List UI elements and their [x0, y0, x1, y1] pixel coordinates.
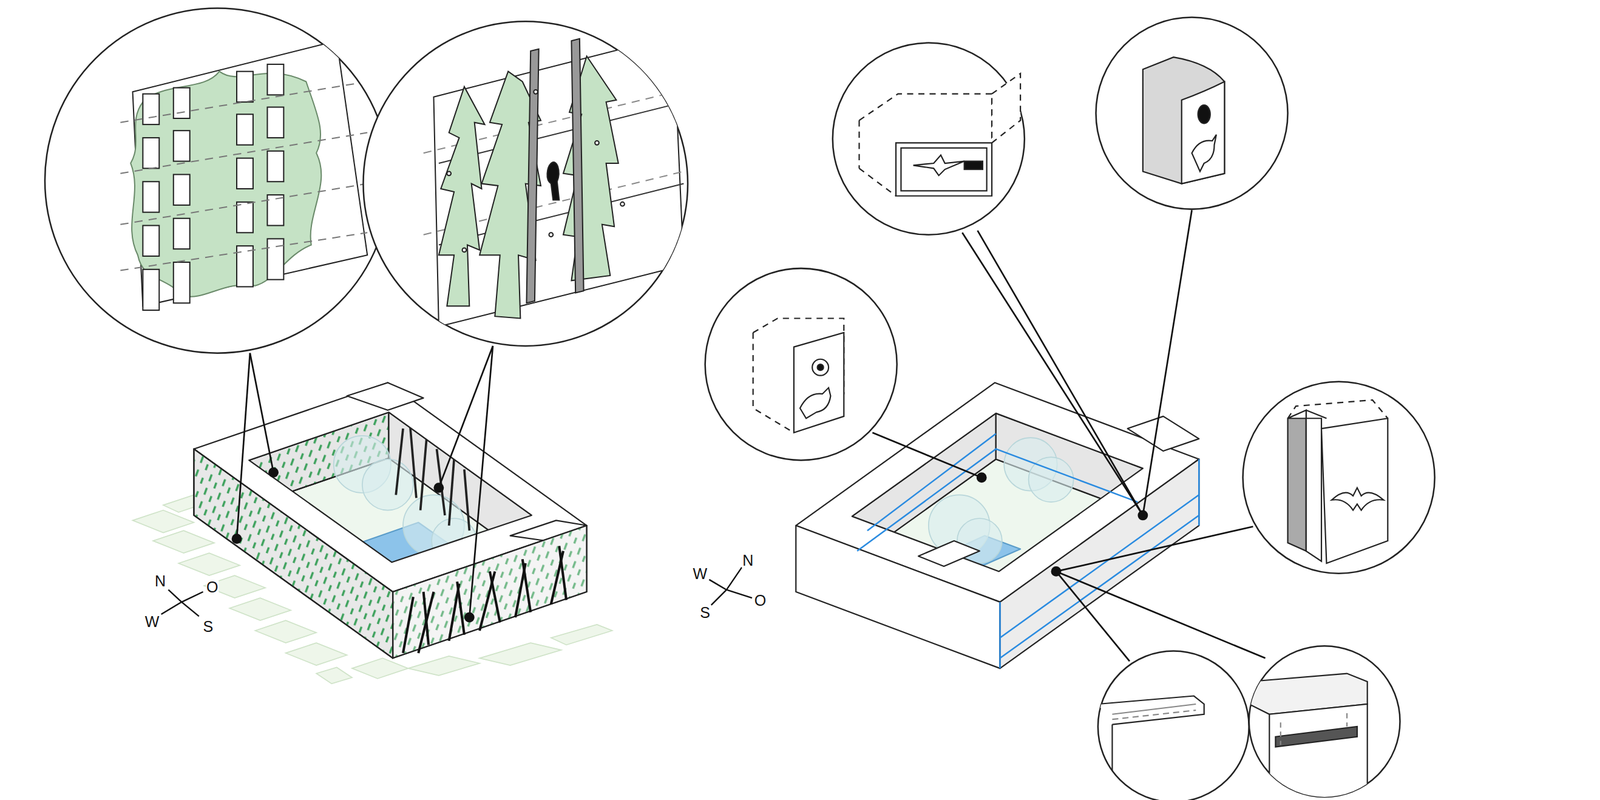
compass-letter: N: [741, 552, 754, 568]
compass-letter: W: [144, 613, 161, 629]
compass-letter: S: [699, 604, 711, 620]
compass-letter: O: [205, 579, 219, 595]
compass-letter: O: [753, 592, 767, 608]
compass-letter: N: [154, 572, 167, 589]
compass-letter: W: [691, 565, 708, 581]
compass-letter: S: [202, 619, 215, 635]
